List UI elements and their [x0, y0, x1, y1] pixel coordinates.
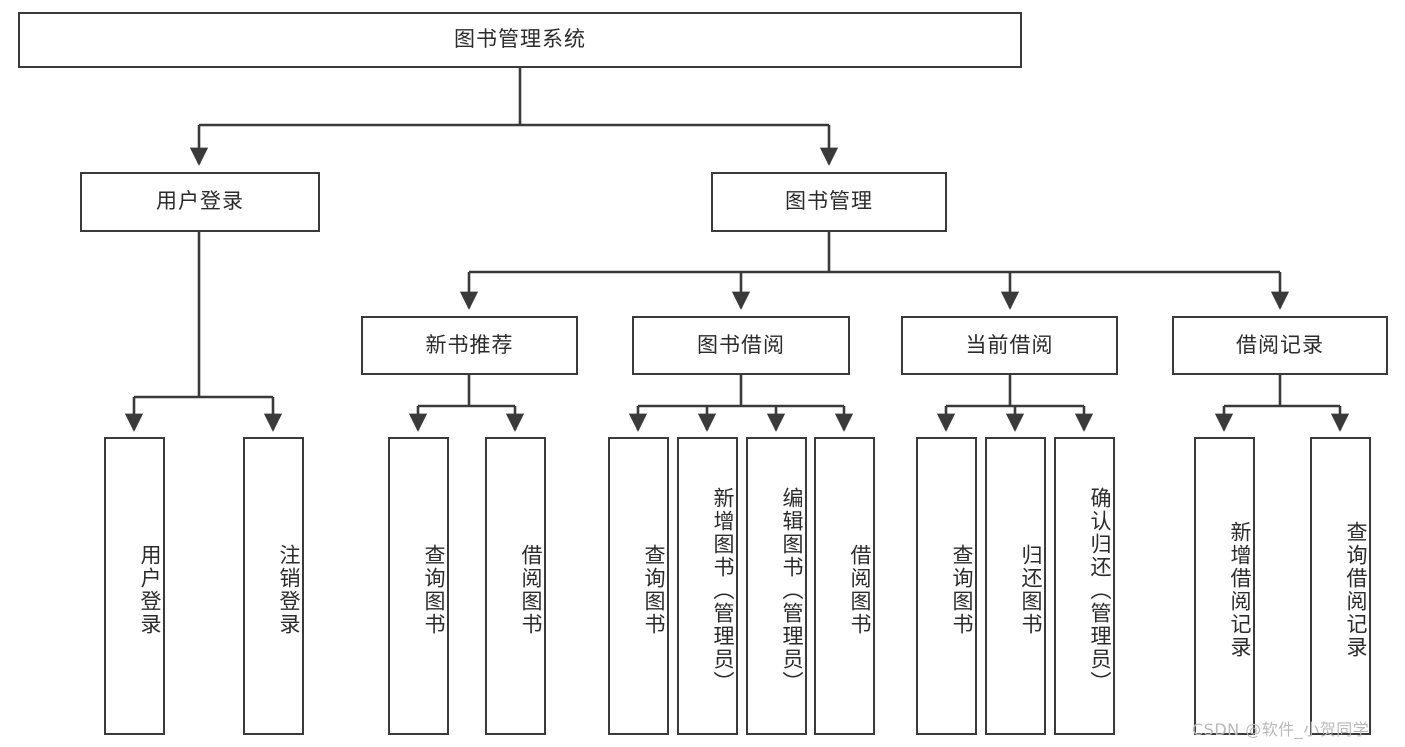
node-new-book-recommend[interactable]: 新书推荐	[361, 316, 578, 375]
node-label: 编辑图书（管理员）	[780, 486, 804, 694]
leaf-user-login-logout[interactable]: 注销登录	[243, 437, 304, 735]
leaf-borrow-record-add[interactable]: 新增借阅记录	[1194, 437, 1255, 735]
node-label: 归还图书	[1019, 544, 1043, 636]
node-label: 查询借阅记录	[1344, 521, 1368, 659]
leaf-book-borrow-borrow[interactable]: 借阅图书	[814, 437, 875, 735]
leaf-borrow-record-query[interactable]: 查询借阅记录	[1310, 437, 1371, 735]
node-label: 用户登录	[156, 189, 244, 214]
node-label: 查询图书	[642, 544, 666, 636]
node-label: 借阅图书	[519, 544, 543, 636]
leaf-book-borrow-add-admin[interactable]: 新增图书（管理员）	[677, 437, 738, 735]
node-label: 用户登录	[138, 544, 162, 636]
node-book-management[interactable]: 图书管理	[711, 172, 947, 232]
node-label: 注销登录	[277, 544, 301, 636]
node-label: 当前借阅	[965, 332, 1054, 357]
leaf-book-borrow-query[interactable]: 查询图书	[608, 437, 669, 735]
node-label: 新书推荐	[425, 332, 514, 357]
node-user-login[interactable]: 用户登录	[80, 172, 320, 232]
node-label: 新增借阅记录	[1228, 521, 1252, 659]
node-label: 图书管理	[785, 189, 873, 214]
node-label: 查询图书	[950, 544, 974, 636]
node-current-borrow[interactable]: 当前借阅	[901, 316, 1118, 375]
node-label: 借阅记录	[1236, 332, 1324, 357]
node-label: 新增图书（管理员）	[711, 486, 735, 694]
node-book-borrow[interactable]: 图书借阅	[632, 316, 850, 375]
leaf-current-borrow-confirm-admin[interactable]: 确认归还（管理员）	[1054, 437, 1115, 735]
leaf-new-book-borrow[interactable]: 借阅图书	[485, 437, 546, 735]
leaf-new-book-query[interactable]: 查询图书	[388, 437, 449, 735]
leaf-user-login-login[interactable]: 用户登录	[104, 437, 165, 735]
node-label: 图书借阅	[697, 332, 785, 357]
leaf-current-borrow-query[interactable]: 查询图书	[916, 437, 977, 735]
node-label: 确认归还（管理员）	[1088, 486, 1112, 694]
node-root-book-management-system[interactable]: 图书管理系统	[18, 12, 1022, 68]
leaf-book-borrow-edit-admin[interactable]: 编辑图书（管理员）	[746, 437, 807, 735]
csdn-watermark: CSDN @软件_小贺同学	[1192, 720, 1370, 739]
node-label: 查询图书	[422, 544, 446, 636]
node-label: 图书管理系统	[454, 27, 586, 52]
leaf-current-borrow-return[interactable]: 归还图书	[985, 437, 1046, 735]
node-label: 借阅图书	[848, 544, 872, 636]
node-borrow-record[interactable]: 借阅记录	[1172, 316, 1388, 375]
